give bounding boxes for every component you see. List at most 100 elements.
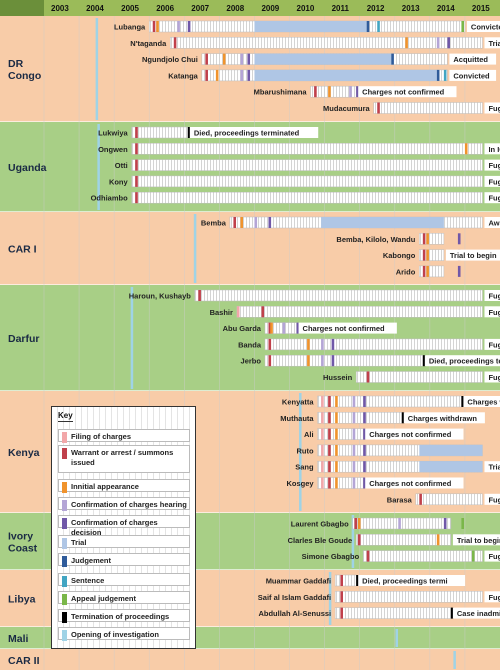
- case-status: Trial Ongoing: [488, 463, 500, 472]
- year-header-band: [0, 0, 500, 16]
- legend-item-judgement: Judgement: [58, 553, 190, 567]
- event-confirmation-decision: [443, 518, 447, 529]
- year-label-2014: 2014: [437, 4, 455, 13]
- event-termination: [461, 396, 465, 407]
- case-name: Kosgey: [287, 479, 315, 488]
- year-label-2015: 2015: [472, 4, 490, 13]
- event-warrant: [135, 127, 138, 138]
- status-box: [358, 575, 466, 586]
- year-label-2004: 2004: [86, 4, 104, 13]
- status-box: [484, 338, 500, 350]
- case-name: Ruto: [297, 446, 314, 455]
- event-appearance: [215, 69, 219, 81]
- legend-swatch: [62, 594, 67, 605]
- event-appearance: [426, 265, 429, 277]
- investigation-marker: [351, 515, 355, 568]
- event-warrant: [328, 444, 331, 456]
- case-name: Otti: [115, 161, 128, 170]
- situation-label: Mali: [8, 633, 29, 645]
- case-status: Fugitive: [488, 177, 500, 186]
- event-warrant: [173, 37, 177, 49]
- event-warrant: [366, 550, 370, 562]
- case-status: Fugitive: [488, 373, 500, 382]
- case-status: Trial to begin: [450, 251, 497, 260]
- event-confirmation-hearing: [349, 86, 352, 98]
- event-confirmation-hearing: [254, 217, 258, 228]
- case-bar-otti: [131, 159, 483, 171]
- legend-swatch: [62, 556, 67, 567]
- case-status: Charges not confirmed: [362, 88, 445, 97]
- event-warrant: [152, 21, 156, 32]
- event-appearance: [335, 444, 338, 456]
- case-name: Jerbo: [241, 357, 262, 366]
- status-box: [484, 591, 500, 603]
- legend-item-appeal_judgement: Appeal judgement: [58, 591, 190, 605]
- trial-period: [254, 53, 392, 65]
- case-status: Fugitive: [488, 104, 500, 113]
- event-confirmation-decision: [356, 86, 359, 98]
- status-box: [403, 412, 485, 424]
- case-bar-kosgey: [317, 477, 364, 489]
- trial-period: [419, 461, 483, 473]
- event-confirmation-hearing: [352, 396, 356, 407]
- status-box: [484, 102, 500, 114]
- case-bar-kony: [131, 175, 483, 188]
- case-name: Mbarushimana: [254, 88, 308, 97]
- event-warrant: [198, 290, 201, 301]
- event-filing: [321, 477, 324, 489]
- case-status: Convicted: [471, 23, 500, 32]
- case-name: Ongwen: [98, 145, 128, 154]
- event-confirmation-decision: [363, 444, 366, 456]
- event-warrant: [377, 102, 380, 114]
- event-termination: [401, 412, 405, 424]
- case-name: Abdullah Al-Senussi: [258, 609, 331, 618]
- event-warrant: [135, 175, 138, 187]
- event-warrant: [268, 355, 272, 367]
- event-warrant: [314, 86, 317, 98]
- event-confirmation-hearing: [321, 355, 324, 367]
- case-status: Trial to begin: [457, 536, 500, 545]
- situation-label: Coast: [8, 543, 38, 555]
- year-label-2009: 2009: [261, 4, 279, 13]
- case-name: Haroun, Kushayb: [129, 292, 192, 301]
- event-confirmation-decision: [363, 428, 366, 440]
- status-box: [484, 192, 500, 204]
- event-appearance: [405, 37, 408, 49]
- legend-item-confirmation_hearing: Confirmation of charges hearing: [58, 497, 190, 511]
- situation-label: Uganda: [8, 162, 47, 174]
- event-warrant: [357, 534, 361, 546]
- event-filing: [321, 412, 324, 424]
- case-status: Fugitive: [488, 552, 500, 561]
- event-confirmation-decision: [268, 217, 272, 228]
- case-bar-lukwiya: [131, 126, 189, 139]
- situation-label: Congo: [8, 70, 41, 82]
- legend-label: Trial: [71, 538, 87, 547]
- case-name: Laurent Gbagbo: [291, 520, 349, 529]
- status-box: [484, 306, 500, 318]
- status-box: [365, 428, 464, 440]
- case-status: Died, proceedings terminated: [429, 357, 500, 366]
- case-name: Kenyatta: [282, 398, 315, 407]
- event-confirmation-hearing: [436, 37, 440, 49]
- event-warrant: [328, 396, 331, 407]
- case-name: Arido: [396, 267, 416, 276]
- case-name: Mudacumura: [323, 104, 371, 113]
- event-appearance: [436, 534, 440, 546]
- case-name: Hussein: [323, 373, 353, 382]
- trial-period: [419, 444, 483, 456]
- case-name: Barasa: [387, 495, 413, 504]
- status-box: [365, 477, 464, 489]
- case-bar-laurent-gbagbo: [352, 517, 452, 530]
- legend-label: Opening of investigation: [71, 630, 159, 639]
- status-box: [484, 159, 500, 171]
- case-name: Muthauta: [280, 414, 314, 423]
- event-confirmation-hearing: [398, 518, 401, 529]
- case-status: Fugitive: [488, 194, 500, 203]
- investigation-marker: [453, 651, 456, 669]
- legend-swatch: [62, 630, 67, 641]
- event-appearance: [270, 322, 273, 334]
- case-name: Bemba, Kilolo, Wandu: [336, 235, 415, 244]
- year-label-2003: 2003: [51, 4, 69, 13]
- case-name: Clarles Ble Goude: [288, 536, 353, 545]
